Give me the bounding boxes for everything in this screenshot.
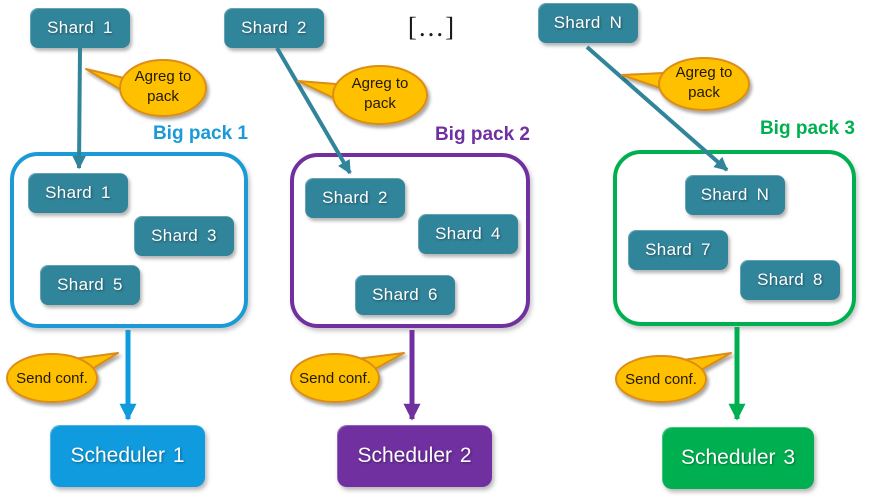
scheduler-2: Scheduler 2 [337,425,492,487]
agreg-bubble-1-tail [85,68,129,95]
big-pack-2 [290,153,530,328]
pack2-shard2: Shard 2 [305,178,405,218]
send-bubble-text-1: Send conf. [16,370,88,387]
agreg-bubble-2-tail [297,80,341,102]
top-shard-2: Shard 2 [224,8,324,48]
big-pack-title-1: Big pack 1 [152,123,248,144]
ellipsis-label: [...] [407,12,457,42]
send-bubble-1-tail [72,352,119,370]
pack1-shard1: Shard 1 [28,173,128,213]
send-bubble-text-3: Send conf. [625,371,697,388]
send-bubble-2-tail [355,352,405,370]
pack3-shard8: Shard 8 [740,260,840,300]
big-pack-1 [10,152,248,328]
top-shard-n: Shard N [538,3,638,43]
big-pack-title-3: Big pack 3 [759,118,855,139]
agreg-bubble-text-3: Agreg to pack [675,64,733,102]
pack3-shardN: Shard N [685,175,785,215]
big-pack-title-2: Big pack 2 [434,124,530,145]
pack2-shard6: Shard 6 [355,275,455,315]
agreg-arrow-1 [72,47,86,170]
agreg-bubble-text-1: Agreg to pack [134,68,192,106]
agreg-bubble-text-2: Agreg to pack [351,75,409,113]
scheduler-1: Scheduler 1 [50,425,205,487]
pack2-shard4: Shard 4 [418,214,518,254]
pack1-shard5: Shard 5 [40,265,140,305]
send-bubble-3-tail [682,352,732,371]
agreg-bubble-3-tail [621,72,667,91]
pack3-shard7: Shard 7 [628,230,728,270]
top-shard-1: Shard 1 [30,8,130,48]
send-bubble-text-2: Send conf. [299,370,371,387]
scheduler-3: Scheduler 3 [662,427,814,489]
pack1-shard3: Shard 3 [134,216,234,256]
big-pack-3 [613,150,856,326]
